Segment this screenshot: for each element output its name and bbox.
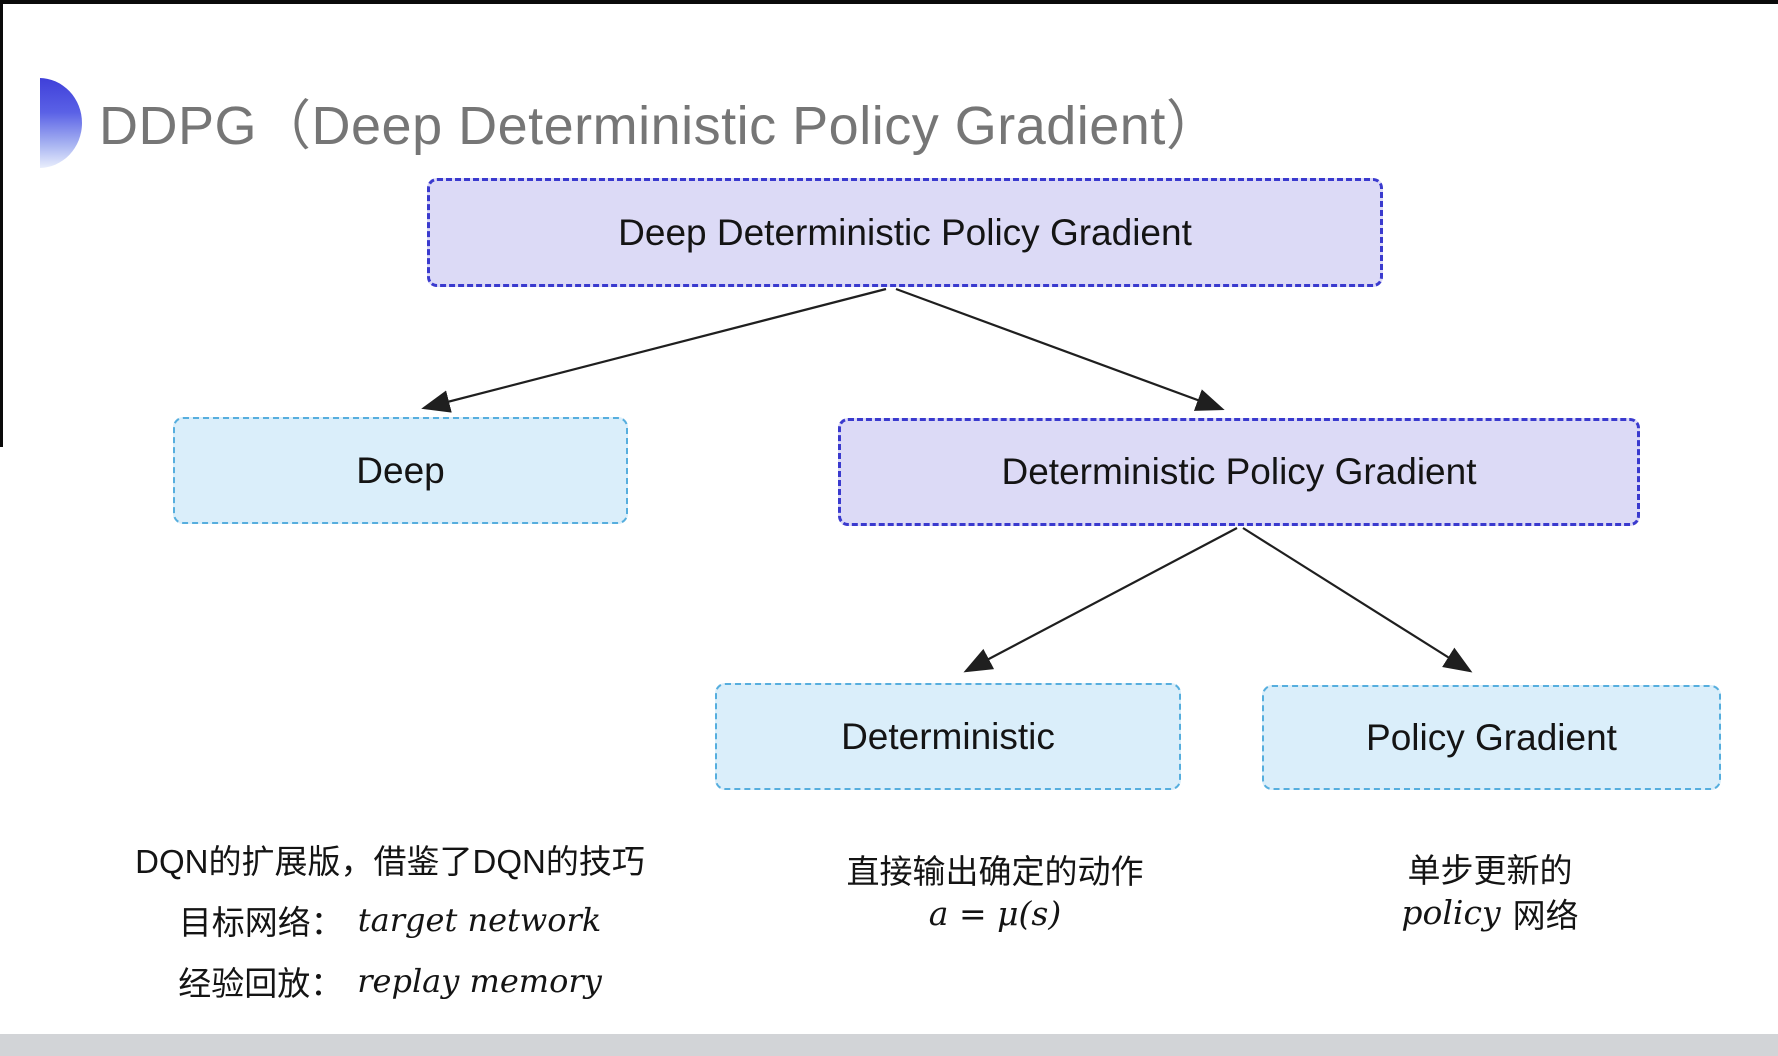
note-term-en: policy (1401, 893, 1501, 932)
note-text: DQN的扩展版，借鉴了DQN的技巧 (135, 842, 645, 880)
note-term-en: target network (357, 900, 602, 939)
note-label-zh: 经验回放： (178, 964, 344, 1002)
node-deep-deterministic-policy-gradient: Deep Deterministic Policy Gradient (427, 178, 1383, 287)
window-left-edge (0, 0, 3, 447)
note-line: DQN的扩展版，借鉴了DQN的技巧 (135, 828, 645, 889)
arrow-root-to-dpg (895, 287, 1225, 411)
note-formula: a = μ(s) (928, 894, 1062, 933)
node-label: Deep (356, 449, 445, 491)
note-policy-gradient: 单步更新的 policy 网络 (1270, 845, 1710, 935)
node-policy-gradient: Policy Gradient (1262, 685, 1721, 790)
node-label: Policy Gradient (1366, 716, 1617, 758)
node-label: Deterministic (841, 715, 1055, 757)
page-title: DDPG（Deep Deterministic Policy Gradient） (99, 95, 1221, 156)
note-term-en: replay memory (357, 961, 602, 1000)
note-deterministic: 直接输出确定的动作 a = μ(s) (770, 846, 1220, 936)
note-line: 经验回放： replay memory (178, 950, 602, 1011)
arrow-root-to-deep (421, 287, 887, 413)
node-deterministic: Deterministic (715, 683, 1181, 790)
note-line: a = μ(s) (929, 891, 1061, 936)
node-label: Deterministic Policy Gradient (1001, 451, 1477, 492)
note-text: 单步更新的 (1407, 851, 1573, 889)
note-text: 直接输出确定的动作 (846, 852, 1144, 890)
note-line: 单步更新的 (1408, 845, 1573, 890)
note-line: 目标网络： target network (179, 889, 601, 950)
arrow-dpg-to-deterministic (963, 527, 1238, 673)
window-top-edge (0, 0, 1778, 4)
note-line: 直接输出确定的动作 (847, 846, 1144, 891)
node-label: Deep Deterministic Policy Gradient (618, 211, 1192, 253)
node-deterministic-policy-gradient: Deterministic Policy Gradient (838, 418, 1640, 526)
note-line: policy 网络 (1401, 890, 1578, 935)
title-bullet-icon (40, 78, 82, 168)
note-text: 网络 (1512, 896, 1579, 934)
node-deep: Deep (173, 417, 628, 524)
note-label-zh: 目标网络： (178, 903, 344, 941)
bottom-gray-strip (0, 1034, 1778, 1056)
note-deep: DQN的扩展版，借鉴了DQN的技巧 目标网络： target network 经… (110, 828, 670, 1011)
arrow-dpg-to-policy-gradient (1242, 527, 1473, 673)
